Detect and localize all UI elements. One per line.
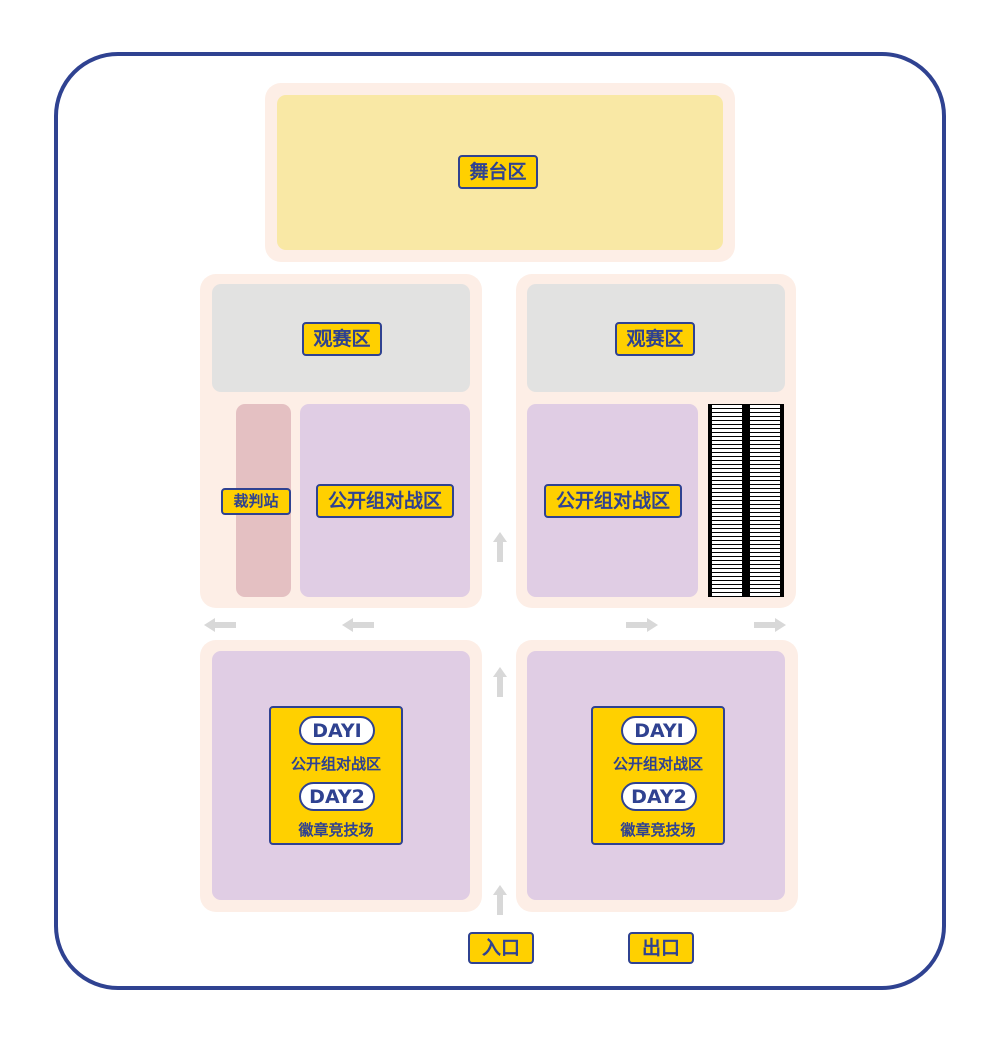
up-arrow-icon [493,667,507,697]
day1-badge: DAYⅠ [299,716,375,745]
stage-label: 舞台区 [458,155,538,189]
day1-badge: DAYⅠ [621,716,697,745]
up-arrow-icon [493,532,507,562]
day1-text: 公开组对战区 [612,755,703,773]
viewing-label-left: 观赛区 [302,322,382,356]
viewing-label-right: 观赛区 [615,322,695,356]
day-card-left: DAYⅠ 公开组对战区 DAY2 徽章竞技场 [269,706,403,845]
day2-text: 徽章竞技场 [298,821,374,839]
left-arrow-icon [204,618,236,632]
escalator-icon [708,404,784,597]
exit-label: 出口 [628,932,694,964]
right-arrow-icon [626,618,658,632]
day2-text: 徽章竞技场 [620,821,696,839]
up-arrow-icon [493,885,507,915]
day1-text: 公开组对战区 [290,755,381,773]
battle-label-right: 公开组对战区 [544,484,682,518]
venue-boundary [54,52,946,990]
battle-label-left: 公开组对战区 [316,484,454,518]
day-card-right: DAYⅠ 公开组对战区 DAY2 徽章竞技场 [591,706,725,845]
referee-label: 裁判站 [221,488,291,515]
day2-badge: DAY2 [621,782,697,811]
left-arrow-icon [342,618,374,632]
day2-badge: DAY2 [299,782,375,811]
right-arrow-icon [754,618,786,632]
entrance-label: 入口 [468,932,534,964]
